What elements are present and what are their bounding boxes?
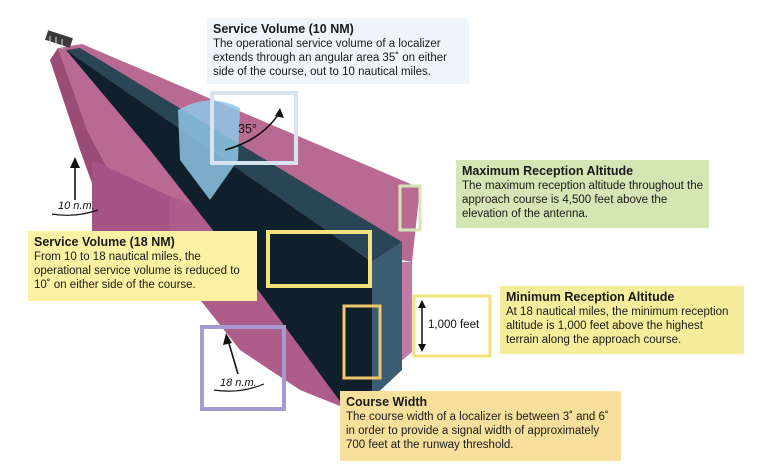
arrow-up-icon bbox=[51, 157, 99, 216]
arrow-up-icon bbox=[213, 333, 265, 392]
frame-18nm bbox=[200, 325, 286, 411]
frame-service-volume-10 bbox=[210, 91, 298, 165]
callout-service-volume-10: Service Volume (10 NM) The operational s… bbox=[207, 18, 469, 84]
callout-text: At 18 nautical miles, the minimum recept… bbox=[506, 306, 729, 346]
antenna-array-icon bbox=[45, 30, 73, 49]
callout-text: The course width of a localizer is betwe… bbox=[346, 411, 609, 451]
callout-max-reception-altitude: Maximum Reception Altitude The maximum r… bbox=[456, 160, 709, 228]
height-label: 1,000 feet bbox=[428, 319, 480, 331]
callout-min-reception-altitude: Minimum Reception Altitude At 18 nautica… bbox=[500, 286, 744, 354]
callout-service-volume-18: Service Volume (18 NM) From 10 to 18 nau… bbox=[28, 231, 257, 301]
callout-title: Minimum Reception Altitude bbox=[506, 290, 675, 304]
arrowhead-icon bbox=[275, 108, 284, 118]
angle-label: 35° bbox=[238, 122, 257, 136]
callout-course-width: Course Width The course width of a local… bbox=[340, 391, 621, 461]
frame-max-reception bbox=[398, 184, 422, 232]
distance-18-label: 18 n.m. bbox=[220, 377, 257, 389]
frame-service-volume-18 bbox=[266, 230, 372, 288]
callout-text: The maximum reception altitude throughou… bbox=[462, 180, 703, 220]
callout-title: Service Volume (18 NM) bbox=[34, 235, 175, 249]
callout-title: Service Volume (10 NM) bbox=[213, 22, 354, 36]
frame-min-reception bbox=[342, 304, 382, 380]
service-volume-cone bbox=[178, 100, 240, 200]
callout-text: From 10 to 18 nautical miles, the operat… bbox=[34, 251, 240, 291]
course-beam-face bbox=[372, 242, 402, 398]
callout-title: Course Width bbox=[346, 395, 428, 409]
course-beam bbox=[66, 50, 372, 408]
height-arrow-icon bbox=[418, 300, 426, 352]
frame-height bbox=[412, 294, 492, 358]
cone-arc-arrow bbox=[224, 111, 281, 151]
distance-10-label: 10 n.m. bbox=[58, 200, 95, 212]
callout-title: Maximum Reception Altitude bbox=[462, 164, 634, 178]
callout-text: The operational service volume of a loca… bbox=[213, 38, 447, 78]
